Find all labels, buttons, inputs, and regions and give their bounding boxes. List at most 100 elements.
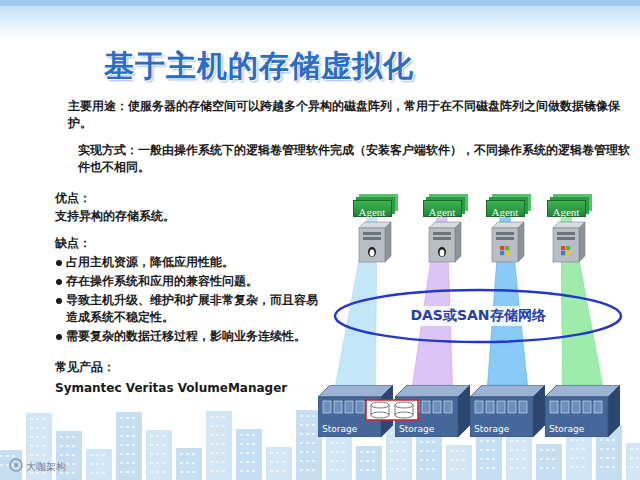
window-row — [450, 450, 468, 452]
window-row — [300, 424, 318, 426]
storage-array: Storage — [545, 385, 620, 437]
bullet-dot — [56, 334, 62, 340]
building — [176, 448, 202, 480]
product-name: Symantec Veritas VolumeManager — [55, 380, 335, 397]
building — [206, 411, 232, 480]
window-row — [510, 467, 528, 469]
building — [266, 447, 292, 480]
window-row — [30, 445, 48, 447]
window-row — [480, 458, 498, 460]
building — [536, 444, 562, 480]
agent-card: Agent — [547, 200, 586, 217]
watermark: 大咖架构 — [26, 458, 146, 475]
window-row — [240, 461, 258, 463]
window-row — [90, 454, 108, 456]
agent-label: Agent — [492, 205, 519, 219]
usage-note: 主要用途：使服务器的存储空间可以跨越多个异构的磁盘阵列，常用于在不同磁盘阵列之间… — [68, 98, 633, 132]
window-row — [330, 442, 348, 444]
window-row — [120, 417, 138, 419]
window-row — [510, 440, 528, 442]
building — [146, 430, 172, 480]
window-row — [270, 461, 288, 463]
window-row — [60, 436, 78, 438]
light-beam — [488, 217, 528, 385]
window-row — [30, 454, 48, 456]
window-row — [210, 416, 228, 418]
bullet-dot — [56, 298, 62, 304]
window-row — [300, 415, 318, 417]
window-row — [360, 469, 378, 471]
window-row — [270, 452, 288, 454]
building — [626, 443, 640, 480]
disk-cylinder — [395, 402, 413, 418]
window-row — [330, 451, 348, 453]
window-row — [120, 453, 138, 455]
window-row — [600, 448, 618, 450]
window-row — [150, 444, 168, 446]
agent-label: Agent — [429, 205, 456, 219]
window-row — [540, 449, 558, 451]
window-row — [300, 451, 318, 453]
window-row — [450, 468, 468, 470]
window-row — [630, 466, 640, 468]
window-row — [120, 444, 138, 446]
window-row — [300, 460, 318, 462]
window-row — [570, 466, 588, 468]
cons-heading: 缺点： — [55, 235, 325, 252]
window-row — [60, 454, 78, 456]
agent-card: Agent — [486, 200, 525, 217]
window-row — [570, 439, 588, 441]
window-row — [120, 471, 138, 473]
window-row — [30, 472, 48, 474]
cons-item: 占用主机资源，降低应用性能。 — [66, 254, 328, 271]
window-row — [270, 470, 288, 472]
window-row — [330, 469, 348, 471]
window-row — [210, 434, 228, 436]
top-strip — [0, 0, 640, 6]
window-row — [90, 463, 108, 465]
window-row — [540, 467, 558, 469]
storage-label: Storage — [549, 424, 584, 434]
window-row — [180, 471, 198, 473]
window-row — [240, 434, 258, 436]
implementation-note: 实现方式：一般由操作系统下的逻辑卷管理软件完成（安装客户端软件），不同操作系统的… — [78, 142, 633, 176]
pros-item: 支持异构的存储系统。 — [55, 208, 325, 225]
window-row — [120, 426, 138, 428]
window-row — [120, 435, 138, 437]
storage-label: Storage — [474, 424, 509, 434]
window-row — [30, 436, 48, 438]
agent-card: Agent — [423, 200, 462, 217]
building — [56, 431, 82, 480]
window-row — [390, 441, 408, 443]
storage-array: Storage — [470, 385, 545, 437]
window-row — [30, 418, 48, 420]
server-icon — [553, 222, 585, 262]
window-row — [0, 455, 18, 457]
window-row — [420, 450, 438, 452]
window-row — [180, 453, 198, 455]
window-row — [540, 458, 558, 460]
window-row — [240, 443, 258, 445]
window-row — [210, 470, 228, 472]
window-row — [630, 448, 640, 450]
window-row — [210, 452, 228, 454]
window-row — [240, 452, 258, 454]
cons-item: 需要复杂的数据迁移过程，影响业务连续性。 — [66, 328, 328, 345]
window-row — [480, 440, 498, 442]
cons-item: 导致主机升级、维护和扩展非常复杂，而且容易造成系统不稳定性。 — [66, 292, 328, 326]
window-row — [60, 472, 78, 474]
building — [116, 412, 142, 480]
watermark-icon — [10, 459, 22, 471]
window-row — [480, 449, 498, 451]
window-row — [120, 462, 138, 464]
pros-heading: 优点： — [55, 190, 325, 207]
window-row — [150, 453, 168, 455]
window-row — [210, 461, 228, 463]
network-ellipse: DAS或SAN存储网络 — [333, 288, 623, 344]
window-row — [0, 464, 18, 466]
disk-cylinder — [371, 402, 389, 418]
window-row — [390, 459, 408, 461]
window-row — [240, 470, 258, 472]
server-icon — [429, 222, 461, 262]
window-row — [300, 469, 318, 471]
